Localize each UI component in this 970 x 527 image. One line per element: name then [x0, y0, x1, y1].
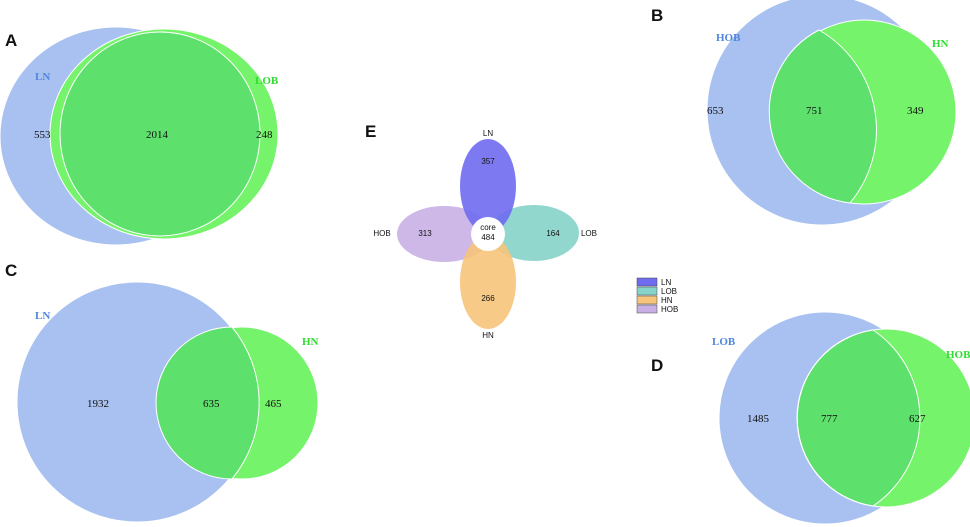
- panel-e: E core 484 LN 357 HN 266 HOB 313 LOB 164: [365, 122, 597, 340]
- venn-d-left-count: 1485: [747, 413, 770, 425]
- venn-b-left-label: HOB: [716, 32, 741, 44]
- venn-c-right-count: 465: [265, 398, 282, 410]
- venn-c-left-label: LN: [35, 310, 50, 322]
- venn-d-right-label: HOB: [946, 349, 970, 361]
- panel-b: B HOB HN 653 751 349: [651, 0, 957, 226]
- venn-c-overlap-count: 635: [203, 398, 220, 410]
- venn-d-left-label: LOB: [712, 336, 736, 348]
- venn-a-right-count: 248: [256, 129, 273, 141]
- petal-hob: [397, 206, 491, 262]
- panel-letter-e: E: [365, 122, 376, 141]
- panel-c: C LN HN 1932 635 465: [5, 261, 319, 523]
- petal-hob-value: 313: [418, 229, 432, 238]
- legend-swatch-hn: [636, 295, 658, 305]
- petal-lob-value: 164: [546, 229, 560, 238]
- petal-hn-value: 266: [481, 294, 495, 303]
- venn-b-left-count: 653: [707, 105, 724, 117]
- venn-b-overlap-count: 751: [806, 105, 823, 117]
- legend: LN LOB HN HOB: [636, 277, 678, 314]
- panel-d: D LOB HOB 1485 777 627: [651, 311, 970, 525]
- panel-a: A LN LOB 553 2014 248: [0, 26, 279, 246]
- legend-label-lob: LOB: [661, 287, 677, 296]
- venn-d-overlap-count: 777: [821, 413, 838, 425]
- venn-d-overlap: [796, 329, 921, 507]
- panel-letter-a: A: [5, 31, 17, 50]
- petal-ln-label: LN: [483, 129, 493, 138]
- venn-b-overlap: [768, 29, 877, 204]
- venn-a-overlap-count: 2014: [146, 129, 169, 141]
- venn-a-left-label: LN: [35, 71, 50, 83]
- petal-ln: [460, 139, 516, 233]
- petal-lob-label: LOB: [581, 229, 597, 238]
- core-circle: [471, 217, 505, 251]
- panel-letter-d: D: [651, 356, 663, 375]
- venn-a-overlap: [59, 31, 261, 237]
- venn-b-right-count: 349: [907, 105, 924, 117]
- venn-c-right-label: HN: [302, 336, 319, 348]
- legend-label-hob: HOB: [661, 305, 678, 314]
- petal-hn-label: HN: [482, 331, 494, 340]
- panel-letter-b: B: [651, 6, 663, 25]
- petal-hn: [460, 235, 516, 329]
- legend-swatch-lob: [636, 286, 658, 296]
- petal-hob-label: HOB: [373, 229, 390, 238]
- core-label: core: [480, 223, 496, 232]
- legend-swatch-ln: [636, 277, 658, 287]
- venn-a-left-count: 553: [34, 129, 51, 141]
- legend-label-ln: LN: [661, 278, 671, 287]
- venn-c-overlap: [155, 326, 260, 480]
- venn-a-right-label: LOB: [255, 75, 279, 87]
- core-value: 484: [481, 233, 495, 242]
- legend-label-hn: HN: [661, 296, 673, 305]
- legend-swatch-hob: [636, 304, 658, 314]
- petal-lob: [489, 205, 579, 261]
- venn-c-left-count: 1932: [87, 398, 109, 410]
- venn-b-right-label: HN: [932, 38, 949, 50]
- venn-d-right-count: 627: [909, 413, 926, 425]
- petal-ln-value: 357: [481, 157, 495, 166]
- panel-letter-c: C: [5, 261, 17, 280]
